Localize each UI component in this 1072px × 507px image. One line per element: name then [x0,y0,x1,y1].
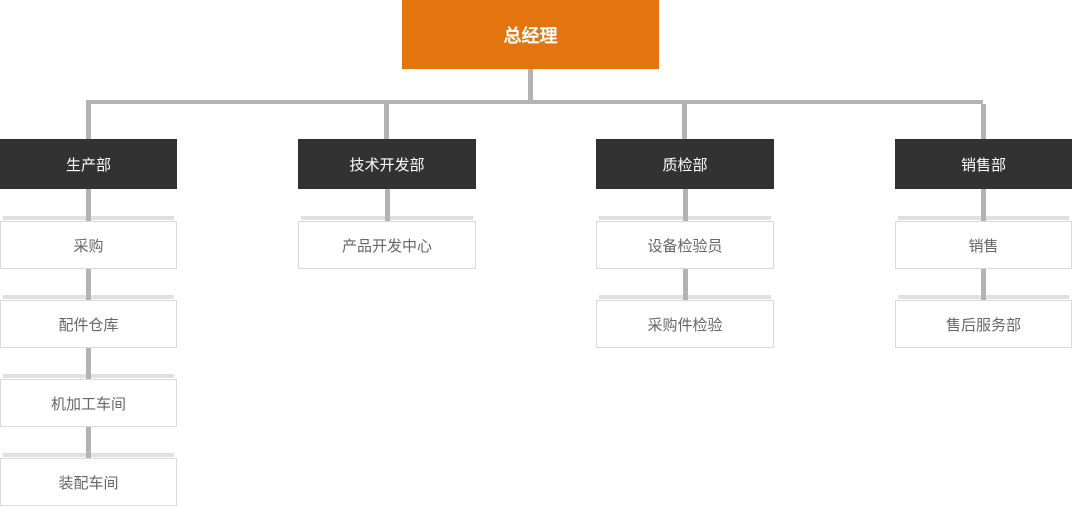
connector-equipment-to-purchased-parts [683,269,688,300]
connector-drop-sales [981,104,986,139]
child-node-parts-warehouse: 配件仓库 [0,300,177,348]
dept-node-tech-development: 技术开发部 [298,139,476,189]
child-node-after-sales-service: 售后服务部 [895,300,1072,348]
child-node-purchased-parts-inspection: 采购件检验 [596,300,774,348]
child-node-equipment-inspector: 设备检验员 [596,221,774,269]
connector-drop-quality-inspection [682,104,687,139]
connector-quality-to-equipment-inspector [683,189,688,221]
child-node-assembly-workshop: 装配车间 [0,458,177,506]
dept-node-sales: 销售部 [895,139,1072,189]
child-node-machining-workshop: 机加工车间 [0,379,177,427]
connector-production-to-purchasing [86,189,91,221]
connector-machining-to-assembly [86,427,91,458]
connector-drop-tech-development [384,104,389,139]
child-node-sales: 销售 [895,221,1072,269]
org-node-general-manager: 总经理 [402,0,659,69]
connector-parts-warehouse-to-machining [86,348,91,379]
dept-node-production: 生产部 [0,139,177,189]
child-node-purchasing: 采购 [0,221,177,269]
dept-node-quality-inspection: 质检部 [596,139,774,189]
child-node-product-dev-center: 产品开发中心 [298,221,476,269]
connector-tech-to-product-dev [385,189,390,221]
connector-sales-to-after-sales [981,269,986,300]
connector-level1-horizontal [86,100,983,104]
connector-root-drop [528,69,533,100]
connector-purchasing-to-parts-warehouse [86,269,91,300]
connector-sales-dept-to-sales [981,189,986,221]
connector-drop-production [86,104,91,139]
